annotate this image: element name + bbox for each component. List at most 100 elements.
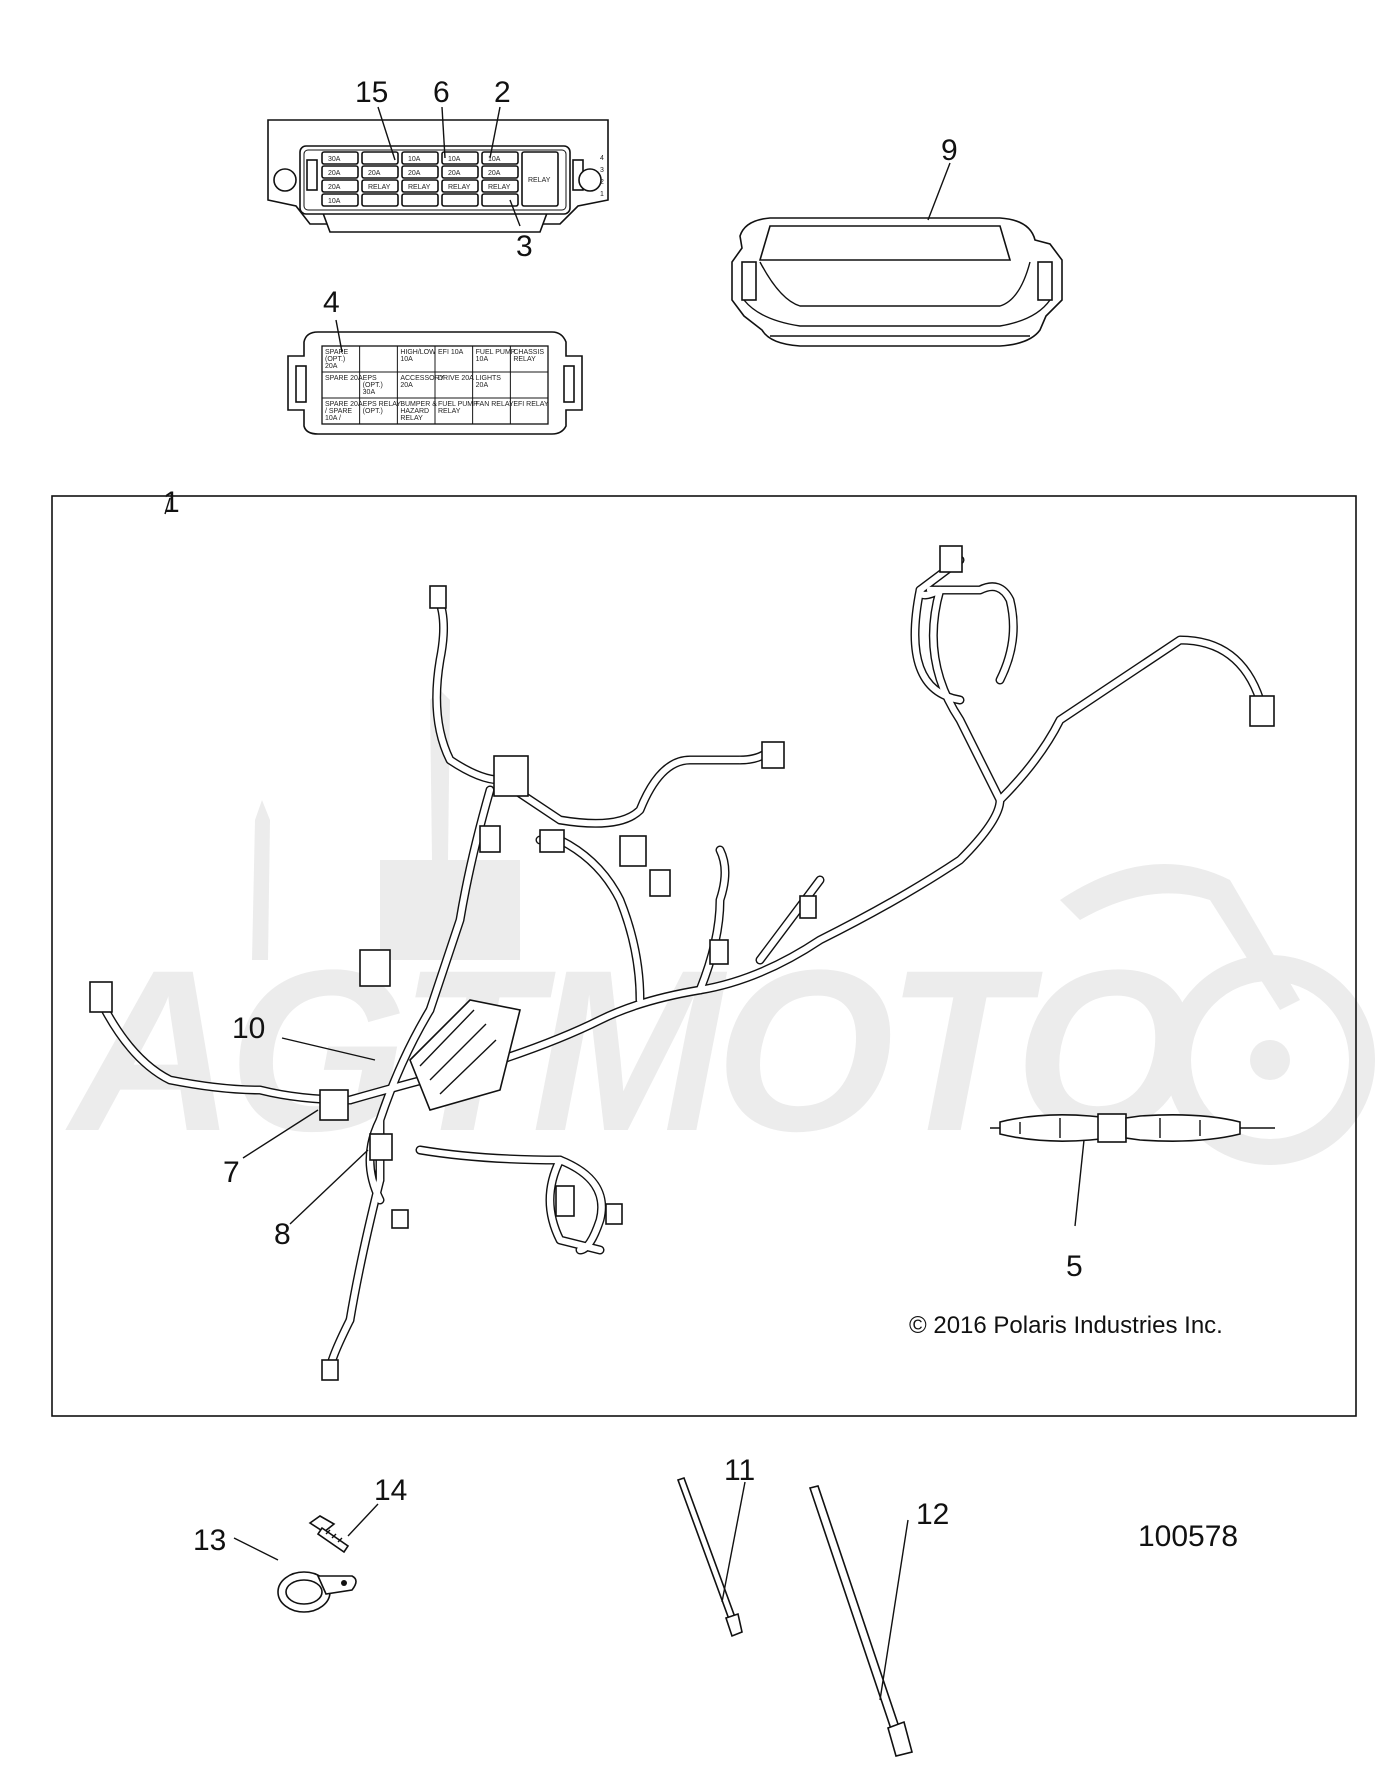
fuse-slot	[481, 165, 519, 179]
callout-8: 8	[274, 1218, 291, 1251]
cover-cell-label: SPARE	[325, 349, 349, 356]
cover-cell-label: 10A	[476, 356, 489, 363]
fuse-slot	[321, 165, 359, 179]
connector	[555, 1185, 575, 1217]
watermark-text: AGTMOTO	[65, 922, 1190, 1179]
watermark: AGTMOTO	[65, 690, 1375, 1179]
cover-cell-label: RELAY	[513, 356, 536, 363]
cover-cell-label: 20A	[325, 363, 338, 370]
fuse-label: RELAY	[448, 184, 471, 191]
cover-cell-label: ACCESSORY	[400, 375, 444, 382]
callout-12: 12	[916, 1498, 949, 1531]
fuse-position-3: 3	[600, 167, 604, 174]
callout-7: 7	[223, 1156, 240, 1189]
fuse-slot	[361, 165, 399, 179]
clamp	[277, 1571, 357, 1613]
fuse-label: 20A	[448, 170, 461, 177]
fuse-slot	[401, 193, 439, 207]
callout-4: 4	[323, 286, 340, 319]
fuse-box-lid	[731, 217, 1063, 347]
fuse-slot	[401, 151, 439, 165]
cover-cell-label: EFI 10A	[438, 349, 464, 356]
cover-cell-label: SPARE 20A	[325, 401, 363, 408]
cover-cell-label: HAZARD	[400, 408, 429, 415]
callout-3: 3	[516, 230, 533, 263]
connector	[619, 835, 647, 867]
cover-cell-label: BUMPER &	[400, 401, 437, 408]
connector	[359, 949, 391, 987]
fuse-label: RELAY	[488, 184, 511, 191]
connector	[939, 545, 963, 573]
cable-tie-small	[676, 1476, 743, 1638]
cover-cell-label: RELAY	[400, 415, 423, 422]
cover-cell-label: FUEL PUMP	[476, 349, 516, 356]
cover-cell-label: FAN RELAY	[476, 401, 514, 408]
cover-cell-label: 20A	[476, 382, 489, 389]
cover-cell-label: HIGH/LOW	[400, 349, 436, 356]
callout-2: 2	[494, 76, 511, 109]
harness-frame	[51, 495, 1357, 1417]
connector	[493, 755, 529, 797]
cover-cell-label: 20A	[400, 382, 413, 389]
connector	[709, 939, 729, 965]
callout-1: 1	[163, 486, 180, 519]
fuse-slot	[441, 179, 479, 193]
cover-cell-label: SPARE 20A	[325, 375, 363, 382]
connector	[429, 585, 447, 609]
connector	[391, 1209, 409, 1229]
cover-cell	[509, 397, 549, 425]
fuse-slot	[441, 165, 479, 179]
fuse-label: 20A	[328, 170, 341, 177]
copyright-text: © 2016 Polaris Industries Inc.	[909, 1312, 1223, 1339]
fuse-position-4: 4	[600, 155, 604, 162]
connector	[1249, 695, 1275, 727]
fuse-slot	[441, 193, 479, 207]
inline-fuse-holder	[990, 1113, 1275, 1143]
cover-cell-label: EFI RELAY	[513, 401, 549, 408]
cable-tie-large	[808, 1485, 913, 1757]
fuse-slot	[441, 151, 479, 165]
fuse-slot	[321, 193, 359, 207]
fuse-slot	[361, 151, 399, 165]
callouts: 15 6 2 3 4 9 1 10 7 8 5 11 12 13 14	[163, 76, 1083, 1557]
callout-10: 10	[232, 1012, 265, 1045]
connector	[605, 1203, 623, 1225]
fuse-label: 30A	[328, 156, 341, 163]
fuse-label: 10A	[328, 198, 341, 205]
fuse-label: 10A	[488, 156, 501, 163]
cover-cell-label: RELAY	[438, 408, 461, 415]
connector	[89, 981, 113, 1013]
harness-fuse-box	[409, 999, 521, 1111]
connector	[649, 869, 671, 897]
callout-5: 5	[1066, 1250, 1083, 1283]
fuse-slot	[401, 179, 439, 193]
relay-7	[319, 1089, 349, 1121]
relay-slot	[521, 151, 559, 207]
cover-cell-label: 30A	[363, 389, 376, 396]
connector	[799, 895, 817, 919]
fuse-position-2: 2	[600, 179, 604, 186]
callout-9: 9	[941, 134, 958, 167]
cover-cell-label: 10A /	[325, 415, 341, 422]
fuse-label: 10A	[408, 156, 421, 163]
reference-number: 100578	[1138, 1520, 1238, 1553]
fuse-label: 20A	[328, 184, 341, 191]
cover-cell-label: (OPT.)	[363, 382, 383, 389]
callout-6: 6	[433, 76, 450, 109]
fuse-slot	[481, 179, 519, 193]
cover-label-grid: SPARE (OPT.) 20A HIGH/LOW 10A EFI 10A FUEL PUM…	[321, 345, 549, 425]
connector	[539, 829, 565, 853]
fuse-position-1: 1	[600, 191, 604, 198]
cover-cell-label: DRIVE 20A	[438, 375, 474, 382]
fuse-label: RELAY	[368, 184, 391, 191]
leader-lines	[164, 106, 1085, 1701]
cover-cell-label: FUEL PUMP	[438, 401, 478, 408]
cover-cell-label: EPS RELAY	[363, 401, 402, 408]
fuse-slot	[401, 165, 439, 179]
bolt	[308, 1515, 350, 1554]
fuse-label: 20A	[408, 170, 421, 177]
connector	[479, 825, 501, 853]
fuse-slot	[361, 179, 399, 193]
callout-11: 11	[724, 1454, 755, 1487]
